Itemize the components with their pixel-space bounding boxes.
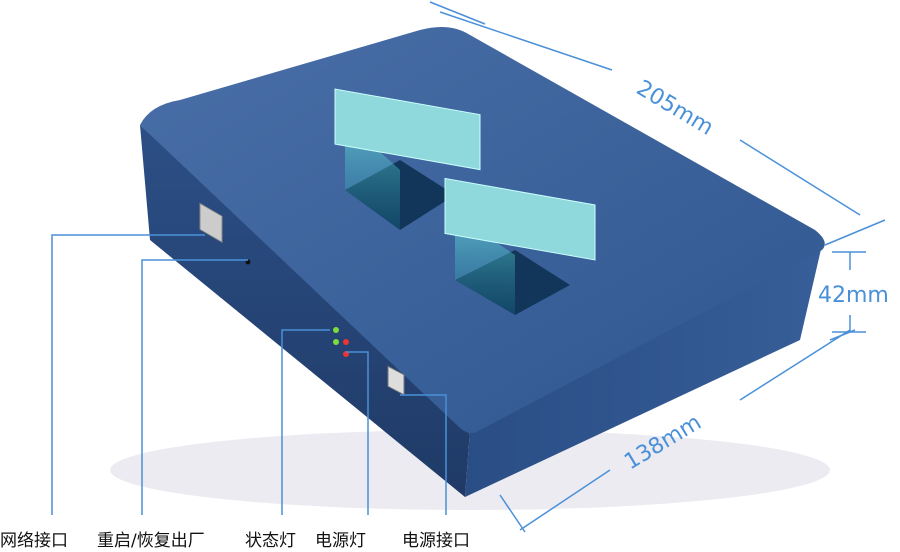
chip-1 — [334, 88, 481, 230]
device-side-face — [465, 245, 822, 497]
power-port — [387, 365, 405, 396]
chip-2 — [444, 177, 596, 315]
label-power-port: 电源接口 — [402, 531, 470, 551]
height-dimension: 42mm — [818, 283, 889, 308]
status-led — [333, 327, 339, 333]
dimension-lines — [429, 1, 886, 533]
network-port — [199, 202, 223, 243]
power-led — [343, 339, 349, 345]
status-led-2 — [333, 339, 339, 345]
label-reset: 重启/恢复出厂 — [97, 531, 205, 551]
label-network-port: 网络接口 — [0, 531, 68, 551]
label-status-light: 状态灯 — [245, 531, 296, 551]
length-dimension: 205mm — [632, 76, 718, 141]
label-power-light: 电源灯 — [315, 531, 366, 551]
callout-lines — [51, 234, 447, 515]
